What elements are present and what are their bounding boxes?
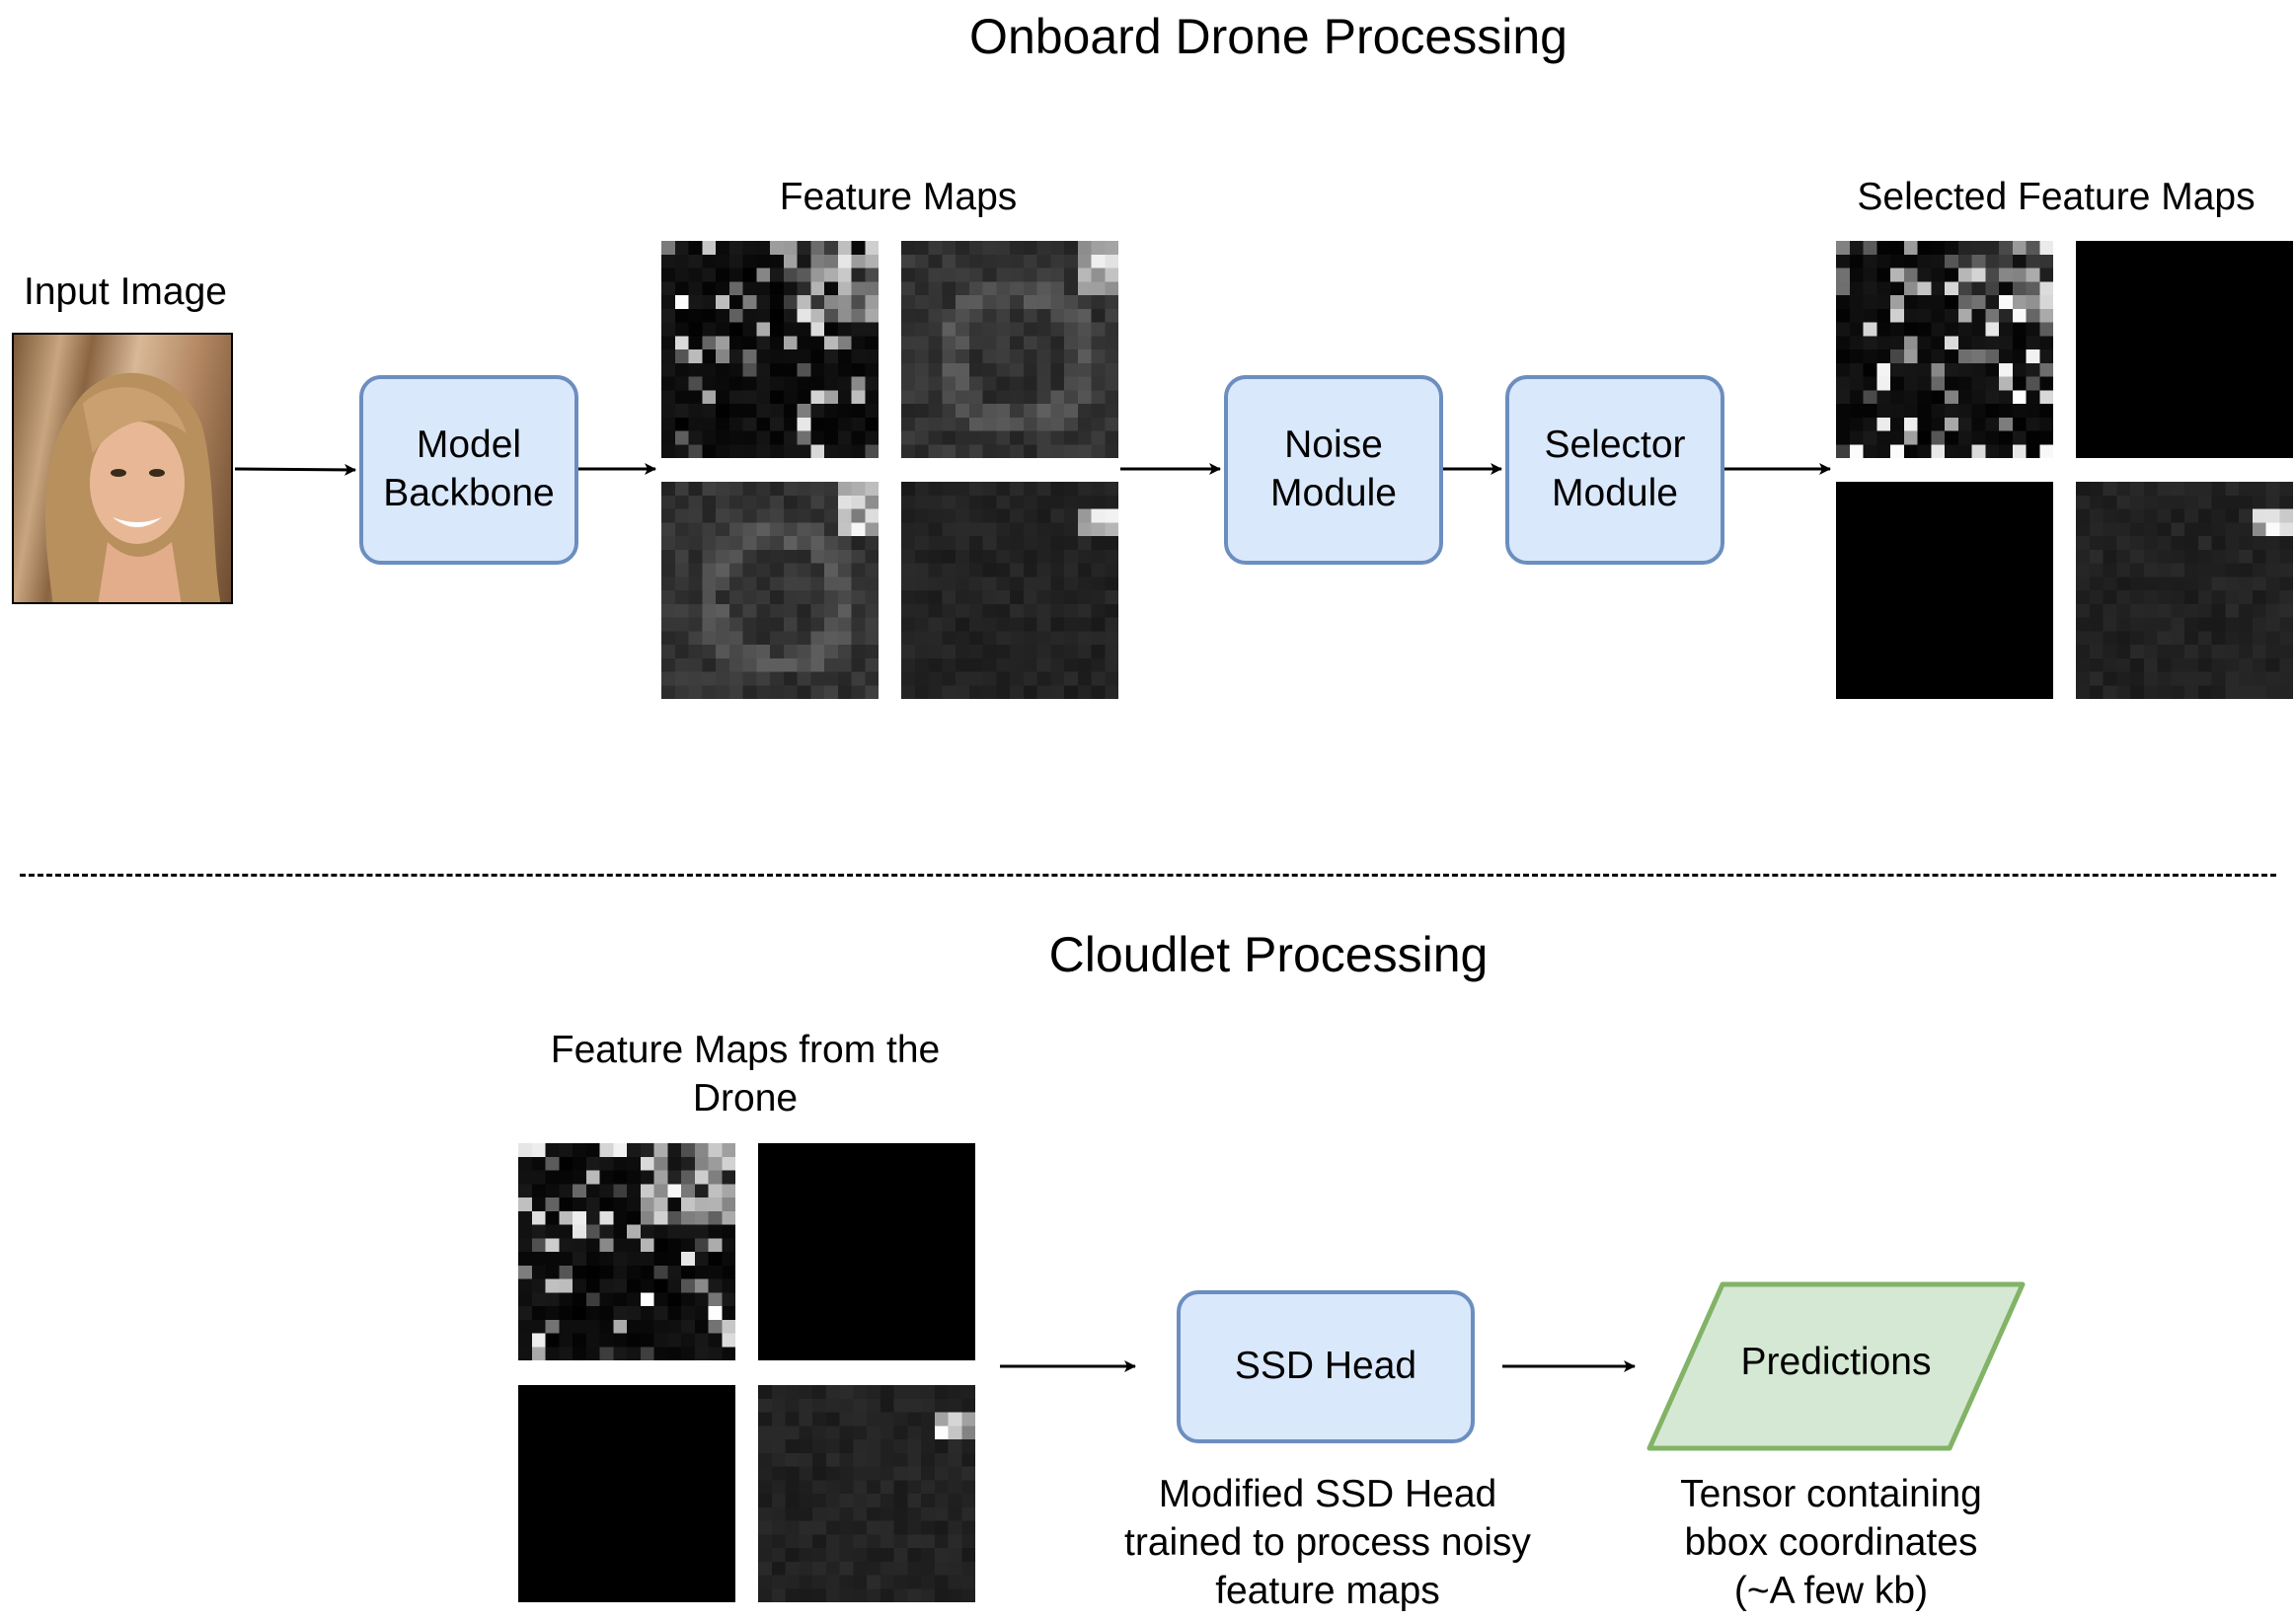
- drone-feature-maps-label: Feature Maps from the Drone: [550, 1029, 941, 1120]
- noise-module-text: Noise Module: [1270, 424, 1397, 514]
- predictions-caption: Tensor containing bbox coordinates (~A f…: [1680, 1473, 1982, 1612]
- selector-module-box: Selector Module: [1505, 375, 1724, 565]
- feature-maps-label: Feature Maps: [779, 176, 1018, 218]
- section-divider: [20, 874, 2276, 877]
- feature-map-4: [901, 482, 1118, 699]
- onboard-title-text: Onboard Drone Processing: [969, 9, 1568, 64]
- selected-feature-map-2: [2076, 241, 2293, 458]
- input-image: [12, 333, 233, 604]
- model-backbone-text: Model Backbone: [383, 424, 555, 514]
- selected-feature-maps-label: Selected Feature Maps: [1857, 176, 2256, 218]
- arrow-input-to-backbone: [234, 463, 356, 476]
- feature-map-3: [661, 482, 879, 699]
- selector-module-text: Selector Module: [1544, 424, 1686, 514]
- selected-feature-map-1: [1836, 241, 2053, 458]
- cloudlet-section-title: Cloudlet Processing: [0, 926, 2296, 983]
- noise-module-box: Noise Module: [1224, 375, 1443, 565]
- selected-feature-map-3: [1836, 482, 2053, 699]
- predictions-shape: [1646, 1281, 2026, 1451]
- predictions-label: Predictions: [1740, 1341, 1932, 1383]
- drone-feature-map-4: [758, 1385, 975, 1602]
- drone-feature-map-3: [518, 1385, 735, 1602]
- cloudlet-title-text: Cloudlet Processing: [1048, 927, 1489, 982]
- selected-feature-map-4: [2076, 482, 2293, 699]
- onboard-section-title: Onboard Drone Processing: [0, 8, 2296, 65]
- portrait-illustration: [44, 372, 221, 602]
- model-backbone-box: Model Backbone: [359, 375, 578, 565]
- ssd-head-text: SSD Head: [1234, 1345, 1417, 1388]
- ssd-head-caption: Modified SSD Head trained to process noi…: [1124, 1473, 1531, 1612]
- feature-map-1: [661, 241, 879, 458]
- drone-feature-map-2: [758, 1143, 975, 1360]
- ssd-head-box: SSD Head: [1177, 1290, 1475, 1443]
- drone-feature-map-1: [518, 1143, 735, 1360]
- feature-map-2: [901, 241, 1118, 458]
- input-image-label: Input Image: [24, 270, 227, 313]
